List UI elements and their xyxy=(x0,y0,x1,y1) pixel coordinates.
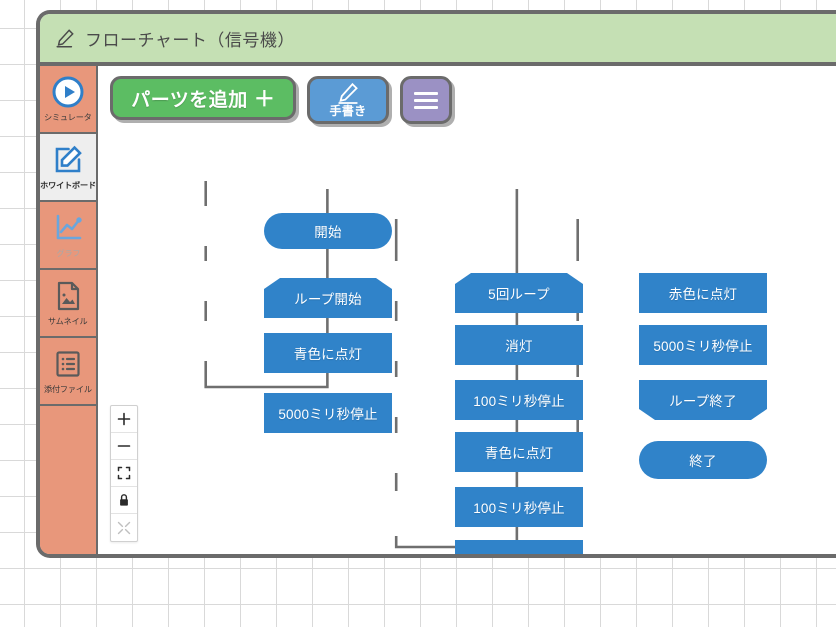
flow-node-start[interactable]: 開始 xyxy=(264,213,392,249)
plus-icon xyxy=(117,412,131,426)
loop-start-shape xyxy=(455,273,583,313)
flow-node-wait-100-a[interactable]: 100ミリ秒停止 xyxy=(455,380,583,420)
minus-icon xyxy=(117,439,131,453)
plus-icon: ＋ xyxy=(253,88,275,111)
handwriting-button[interactable]: 手書き xyxy=(307,76,389,124)
collapse-button[interactable] xyxy=(111,514,137,541)
handwriting-label: 手書き xyxy=(329,104,367,118)
flow-node-loop-end-right[interactable]: ループ終了 xyxy=(639,380,767,420)
flow-node-label: 赤色に点灯 xyxy=(668,287,738,302)
hamburger-menu-icon xyxy=(414,88,438,113)
collapse-arrows-icon xyxy=(117,521,131,535)
line-chart-icon xyxy=(51,211,85,245)
flow-node-label: 終了 xyxy=(689,454,717,469)
sidebar-item-graph[interactable]: グラフ xyxy=(40,202,96,270)
flow-node-label: 100ミリ秒停止 xyxy=(473,394,565,409)
pencil-square-icon xyxy=(51,143,85,177)
zoom-controls xyxy=(110,405,138,542)
flow-node-end[interactable]: 終了 xyxy=(639,441,767,479)
sidebar-label-graph: グラフ xyxy=(56,248,80,258)
sidebar-item-attachments[interactable]: 添付ファイル xyxy=(40,338,96,406)
rect-shape xyxy=(455,380,583,420)
loop-end-shape xyxy=(639,380,767,420)
lock-button[interactable] xyxy=(111,487,137,514)
flow-node-label: 100ミリ秒停止 xyxy=(473,501,565,516)
page-title: フローチャート（信号機） xyxy=(85,30,295,50)
title-bar: フローチャート（信号機） xyxy=(40,14,836,66)
flow-node-label: 5000ミリ秒停止 xyxy=(278,407,378,422)
play-circle-icon xyxy=(51,75,85,109)
flow-node-label: 消灯 xyxy=(505,339,533,354)
rect-shape xyxy=(639,325,767,365)
flowchart: 開始 ループ開始 青色に点灯 xyxy=(98,66,836,554)
app-window: フローチャート（信号機） シミュレータ xyxy=(36,10,836,558)
zoom-in-button[interactable] xyxy=(111,406,137,433)
flow-node-blue-on-left[interactable]: 青色に点灯 xyxy=(264,333,392,373)
pencil-underline-icon xyxy=(336,81,360,104)
flow-node-light-off[interactable]: 消灯 xyxy=(455,325,583,365)
menu-button[interactable] xyxy=(400,76,452,124)
whiteboard-canvas[interactable]: パーツを追加 ＋ 手書き xyxy=(98,66,836,554)
rect-shape xyxy=(264,393,392,433)
loop-start-shape xyxy=(264,278,392,318)
flow-node-label: 開始 xyxy=(314,225,342,240)
flow-node-label: ループ終了 xyxy=(485,550,553,554)
stadium-shape xyxy=(264,213,392,249)
loop-end-shape xyxy=(455,540,583,554)
flow-node-loop-start[interactable]: ループ開始 xyxy=(264,278,392,318)
flow-node-red-on[interactable]: 赤色に点灯 xyxy=(639,273,767,313)
sidebar-label-simulator: シミュレータ xyxy=(44,112,92,122)
flow-node-wait-100-b[interactable]: 100ミリ秒停止 xyxy=(455,487,583,527)
canvas-toolbar: パーツを追加 ＋ 手書き xyxy=(110,76,452,124)
flow-node-wait-5000-right[interactable]: 5000ミリ秒停止 xyxy=(639,325,767,365)
flow-node-label: 5回ループ xyxy=(488,287,550,302)
sidebar: シミュレータ ホワイトボード xyxy=(40,66,98,554)
flow-node-loop-5[interactable]: 5回ループ xyxy=(455,273,583,313)
list-file-icon xyxy=(51,347,85,381)
window-body: シミュレータ ホワイトボード xyxy=(40,66,836,554)
lock-closed-icon xyxy=(117,493,131,507)
zoom-out-button[interactable] xyxy=(111,433,137,460)
sidebar-label-attachments: 添付ファイル xyxy=(44,384,92,394)
flow-node-blue-on-middle[interactable]: 青色に点灯 xyxy=(455,432,583,472)
rect-shape xyxy=(264,333,392,373)
rect-shape xyxy=(639,273,767,313)
sidebar-filler xyxy=(40,406,96,554)
sidebar-item-whiteboard[interactable]: ホワイトボード xyxy=(40,134,96,202)
add-parts-label: パーツを追加 xyxy=(131,89,248,111)
sidebar-item-thumbnail[interactable]: サムネイル xyxy=(40,270,96,338)
add-parts-button[interactable]: パーツを追加 ＋ xyxy=(110,76,296,120)
flow-node-label: 5000ミリ秒停止 xyxy=(653,339,753,354)
sidebar-label-whiteboard: ホワイトボード xyxy=(40,180,96,190)
stadium-shape xyxy=(639,441,767,479)
flow-node-loop-end-middle[interactable]: ループ終了 xyxy=(455,540,583,554)
flow-node-label: ループ終了 xyxy=(669,394,737,409)
flow-node-label: ループ開始 xyxy=(294,292,362,307)
rect-shape xyxy=(455,432,583,472)
sidebar-item-simulator[interactable]: シミュレータ xyxy=(40,66,96,134)
sidebar-label-thumbnail: サムネイル xyxy=(48,316,88,326)
pencil-edit-icon[interactable] xyxy=(54,27,76,49)
fit-screen-button[interactable] xyxy=(111,460,137,487)
flow-node-label: 青色に点灯 xyxy=(293,347,363,362)
fit-screen-icon xyxy=(117,466,131,480)
rect-shape xyxy=(455,487,583,527)
rect-shape xyxy=(455,325,583,365)
image-file-icon xyxy=(51,279,85,313)
flow-node-wait-5000-left[interactable]: 5000ミリ秒停止 xyxy=(264,393,392,433)
flow-node-label: 青色に点灯 xyxy=(484,446,554,461)
